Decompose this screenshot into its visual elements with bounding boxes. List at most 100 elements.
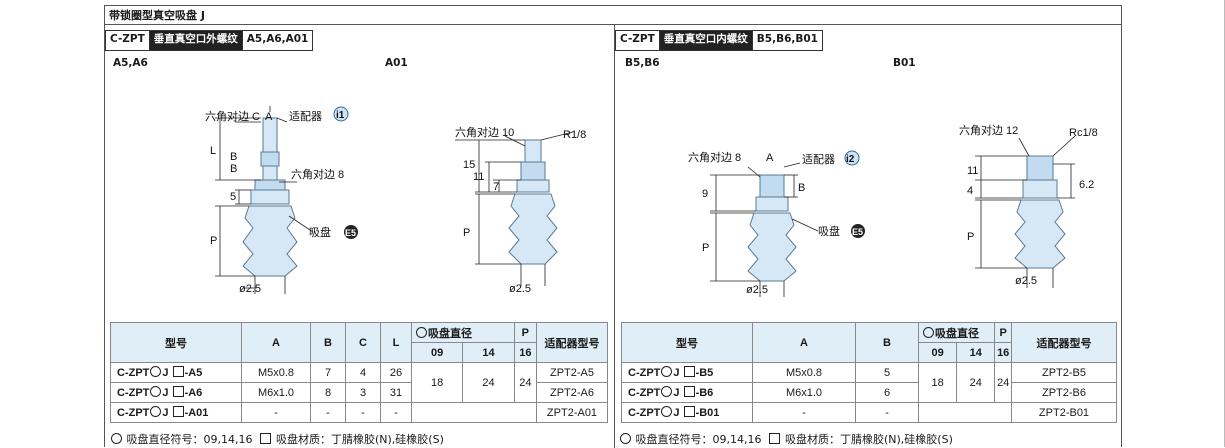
dim-p-r2: P: [967, 231, 974, 243]
cell-c: 3: [345, 382, 381, 403]
adapter-badge-r: i2: [846, 154, 855, 165]
cell-b: 7: [310, 362, 346, 383]
right-foot-material: 吸盘材质：丁腈橡胶(N),硅橡胶(S): [784, 433, 953, 446]
th-adapter: 适配器型号: [536, 322, 608, 363]
section-divider: [614, 25, 615, 448]
adapter-label-r: 适配器: [802, 153, 835, 166]
dim-b-r: B: [798, 182, 805, 194]
cup-badge-r: E5: [852, 227, 863, 237]
left-header-type: 垂直真空口外螺纹: [149, 31, 243, 50]
cell-p-14: 24: [956, 362, 996, 403]
cell-c: 4: [345, 362, 381, 383]
hex-c-label: 六角对边 C: [205, 109, 260, 123]
dim-9-r: 9: [702, 188, 708, 200]
th-adapter-r: 适配器型号: [1011, 322, 1117, 363]
adapter-badge-icon-r: [844, 150, 860, 166]
thread-rc-label: Rc1/8: [1069, 127, 1098, 139]
dim-phi-r2: ø2.5: [1015, 275, 1037, 287]
cell-p-14: 24: [462, 362, 515, 403]
square-symbol: [260, 433, 272, 444]
th-dia-16-r: 16: [994, 342, 1012, 363]
right-header-models: B5,B6,B01: [756, 33, 818, 45]
circle-symbol: [111, 433, 122, 444]
hex-8-label-r: 六角对边 8: [688, 150, 741, 164]
dim-11-r: 11: [967, 165, 978, 177]
adapter-label: 适配器: [289, 110, 322, 123]
dim-b2: B: [230, 151, 237, 163]
drawing-b01: 六角对边 12 Rc1/8 11 4 6.2 P ø2.5: [959, 123, 1098, 288]
th-model: 型号: [110, 322, 242, 363]
cell-p-16: 24: [994, 362, 1012, 403]
cell-adapter: ZPT2-B5: [1011, 362, 1117, 383]
cell-a: -: [752, 402, 856, 423]
cell-b: 5: [855, 362, 919, 383]
left-drawing-label-1: A5,A6: [113, 57, 148, 69]
cell-p-16: 24: [513, 362, 538, 403]
cell-a: M6x1.0: [752, 382, 856, 403]
left-section-header: C-ZPT 垂直真空口外螺纹 A5,A6,A01: [105, 30, 314, 51]
page-title: 带锁圈型真空吸盘 J: [105, 6, 1121, 25]
right-section-header: C-ZPT 垂直真空口内螺纹 B5,B6,B01: [615, 30, 823, 51]
th-model-r: 型号: [621, 322, 753, 363]
spec-sheet: 带锁圈型真空吸盘 J C-ZPT 垂直真空口外螺纹 A5,A6,A01 A5,A…: [104, 5, 1122, 448]
dim-p: P: [210, 235, 217, 247]
cell-adapter: ZPT2-A6: [536, 382, 608, 403]
dim-a-label: A: [265, 111, 273, 123]
cup-badge-icon: [344, 225, 358, 239]
cup-badge-icon-r: [851, 224, 865, 238]
cell-adapter: ZPT2-A01: [536, 402, 608, 423]
left-foot-diameter: 吸盘直径符号：09,14,16: [126, 433, 253, 446]
right-header-type: 垂直真空口内螺纹: [659, 31, 753, 50]
dim-phi-r: ø2.5: [746, 284, 768, 296]
drawing-b5-b6: 六角对边 8 A 适配器 i2 B 9 吸盘 E5 P ø2.5: [688, 150, 865, 297]
dim-phi-2: ø2.5: [509, 283, 531, 295]
circle-symbol: [923, 326, 934, 338]
cell-c: -: [345, 402, 381, 423]
drawing-a01: 六角对边 10 R1/8 15 11 7 P ø2.5: [455, 125, 586, 295]
dim-l: L: [210, 145, 216, 157]
right-header-series: C-ZPT: [616, 31, 660, 50]
cell-b: 6: [855, 382, 919, 403]
right-drawing-label-1: B5,B6: [625, 57, 660, 69]
circle-symbol: [416, 326, 427, 338]
dim-5: 5: [230, 191, 236, 203]
dim-phi: ø2.5: [239, 283, 261, 295]
adapter-badge-icon: [333, 106, 349, 122]
cup-label: 吸盘: [309, 225, 331, 239]
th-a-r: A: [752, 322, 856, 363]
dim-p-r: P: [702, 242, 709, 254]
cell-adapter: ZPT2-B6: [1011, 382, 1117, 403]
th-dia-label-r: 吸盘直径: [935, 327, 979, 340]
cell-p-09: 18: [410, 362, 464, 403]
th-c: C: [345, 322, 381, 363]
cell-b: -: [855, 402, 919, 423]
cell-adapter: ZPT2-B01: [1011, 402, 1117, 423]
th-dia-09: 09: [410, 342, 464, 363]
cell-adapter: ZPT2-A5: [536, 362, 608, 383]
th-dia-r: 吸盘直径: [917, 322, 996, 343]
th-b: B: [310, 322, 346, 363]
cell-l: 31: [380, 382, 412, 403]
cell-l: 26: [380, 362, 412, 383]
dim-p-2: P: [463, 227, 470, 239]
left-foot-material: 吸盘材质：丁腈橡胶(N),硅橡胶(S): [275, 433, 444, 446]
thread-r-label: R1/8: [563, 129, 586, 141]
dim-7: 7: [493, 181, 499, 193]
cup-label-r: 吸盘: [818, 224, 840, 238]
th-b-r: B: [855, 322, 919, 363]
left-header-series: C-ZPT: [106, 31, 150, 50]
circle-symbol: [620, 433, 631, 444]
th-dia-09-r: 09: [917, 342, 958, 363]
